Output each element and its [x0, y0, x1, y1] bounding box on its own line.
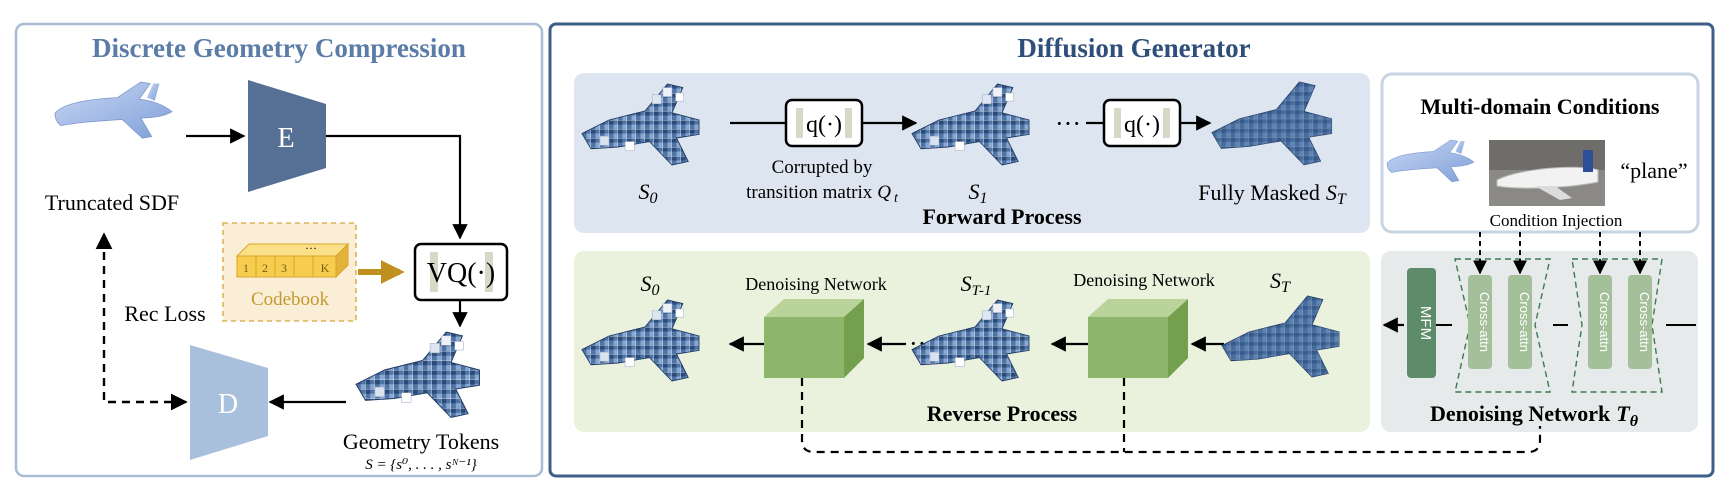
condition-injection-label: Condition Injection	[1490, 211, 1623, 230]
reverse-s0-label: S0	[641, 271, 660, 299]
reverse-st1-label: ST-1	[961, 271, 992, 299]
denoise-link-dashed	[800, 378, 1542, 454]
denoising-cube-1	[764, 299, 864, 378]
codebook-cell-2: 2	[262, 261, 268, 275]
cross-attn-label-2: Cross-attn	[1517, 292, 1532, 352]
cross-attn-label-4: Cross-attn	[1637, 292, 1652, 352]
forward-s1-label: S1	[969, 179, 988, 207]
arrow-encoder-to-vq	[326, 134, 468, 240]
cross-attn-block-2	[1508, 275, 1532, 369]
geometry-tokens-formula: S = {s⁰, . . . , sᴺ⁻¹}	[365, 457, 477, 473]
cross-attn-block-4	[1628, 275, 1652, 369]
cross-attn-label-3: Cross-attn	[1597, 292, 1612, 352]
vq-label: VQ(·)	[427, 258, 495, 289]
denoising-cube-2	[1088, 299, 1188, 378]
q1-label: q(·)	[806, 112, 842, 138]
forward-dots: ···	[1055, 109, 1081, 138]
rec-loss-label: Rec Loss	[124, 301, 205, 326]
q2-label: q(·)	[1124, 112, 1160, 138]
denoising-network-region	[1381, 251, 1698, 432]
codebook-label: Codebook	[251, 289, 330, 310]
compression-title: Discrete Geometry Compression	[92, 33, 466, 63]
geometry-tokens-label: Geometry Tokens	[343, 429, 499, 454]
reverse-process-label: Reverse Process	[927, 401, 1078, 426]
cross-attn-block-3	[1588, 275, 1612, 369]
corrupted-line1: Corrupted by	[772, 157, 873, 178]
forward-process-label: Forward Process	[922, 204, 1081, 229]
cross-attn-label-1: Cross-attn	[1477, 292, 1492, 352]
codebook-entries	[235, 242, 350, 279]
truncated-sdf-label: Truncated SDF	[45, 190, 179, 215]
codebook-cell-dots: ···	[305, 241, 317, 255]
cross-attn-block-1	[1468, 275, 1492, 369]
codebook-cell-3: 3	[281, 261, 287, 275]
diffusion-title: Diffusion Generator	[1017, 33, 1250, 63]
denoising-network-label-2: Denoising Network	[1073, 270, 1214, 290]
codebook-cell-k: K	[321, 261, 330, 275]
condition-image	[1489, 140, 1605, 206]
denoising-network-label-1: Denoising Network	[745, 274, 886, 294]
decoder-label: D	[218, 389, 238, 420]
conditions-title: Multi-domain Conditions	[1421, 94, 1660, 119]
encoder-label: E	[277, 123, 294, 154]
forward-s0-label: S0	[639, 179, 658, 207]
reverse-st-label: ST	[1270, 268, 1291, 296]
codebook-cell-1: 1	[243, 261, 249, 275]
mfm-label: MFM	[1417, 306, 1434, 340]
mfm-block	[1407, 268, 1436, 378]
text-prompt-label: “plane”	[1620, 158, 1687, 183]
decoder-block	[190, 345, 268, 460]
transformer-block-2	[1571, 258, 1663, 393]
encoder-block	[248, 80, 326, 192]
